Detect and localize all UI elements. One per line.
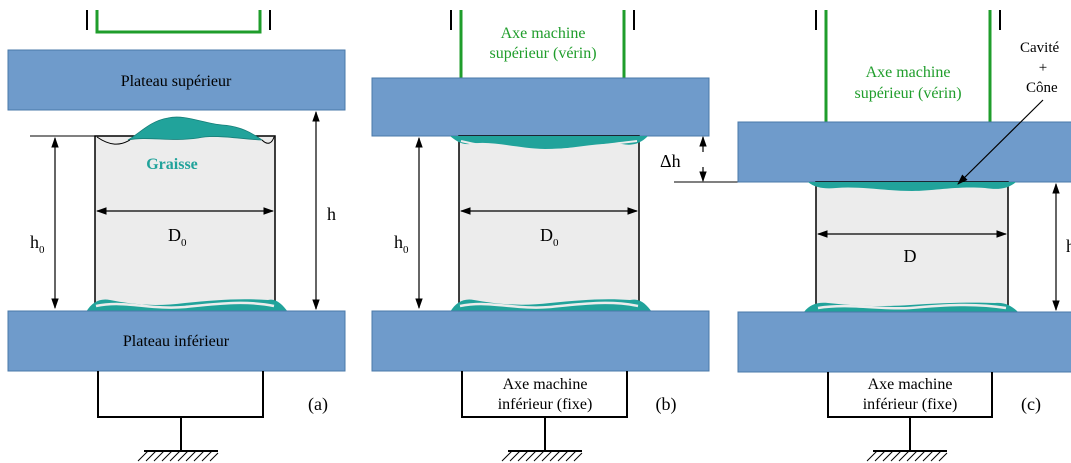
grease-top-b [450, 136, 648, 150]
ground-hatch-b [501, 450, 583, 462]
cavity-label-2: + [1039, 60, 1047, 76]
h-label-c: h [1066, 236, 1071, 256]
top-platen-a [7, 49, 346, 111]
specimen-b [458, 135, 640, 311]
grease-cavity-a [96, 136, 275, 145]
upper-axis-green-c [824, 10, 992, 122]
upper-axis-label-b-1: Axe machine [501, 25, 586, 42]
d0-label-b: D0 [540, 225, 559, 249]
grease-label: Graisse [146, 156, 198, 173]
panel-tag-a: (a) [308, 394, 328, 415]
panel-b: Axe machine supérieur (vérin) h0 D0 Δh A… [371, 10, 738, 462]
bottom-platen-a [7, 310, 346, 372]
upper-axis-green-a [95, 10, 262, 34]
top-platen-c [737, 121, 1071, 183]
top-platen-label: Plateau supérieur [121, 73, 232, 90]
grease-top-a [127, 116, 264, 141]
lower-axis-label-b-1: Axe machine [503, 376, 588, 393]
h0-label-a: h0 [30, 232, 45, 256]
upper-machine-axis-b [450, 10, 635, 30]
ground-hatch-c [866, 450, 948, 462]
lower-axis-label-c-1: Axe machine [868, 376, 953, 393]
top-platen-b [371, 77, 710, 137]
panel-tag-c: (c) [1021, 394, 1041, 415]
upper-machine-axis-c [815, 10, 1001, 30]
grease-bottom-inner-a [95, 301, 275, 309]
lower-machine-axis-c [827, 372, 993, 452]
lower-machine-axis-b [461, 371, 628, 452]
ground-hatch-a [137, 450, 219, 462]
d-label-c: D [904, 246, 917, 266]
d0-label-a: D0 [168, 225, 187, 249]
specimen-c [815, 181, 1009, 313]
h-label-a: h [327, 204, 336, 224]
cavity-label-1: Cavité [1020, 40, 1059, 56]
bottom-platen-b [371, 310, 710, 372]
upper-axis-label-b-2: supérieur (vérin) [489, 45, 596, 62]
delta-h-label: Δh [660, 151, 681, 171]
bottom-platen-c [737, 311, 1071, 373]
grease-bottom-inner-b [459, 301, 639, 309]
bottom-platen-label: Plateau inférieur [123, 333, 230, 350]
lower-axis-label-b-2: inférieur (fixe) [498, 396, 593, 413]
grease-bottom-inner-c [817, 303, 1007, 310]
panel-c: Axe machine supérieur (vérin) D h Cavité… [737, 10, 1071, 462]
upper-axis-label-c-2: supérieur (vérin) [854, 85, 961, 102]
cavity-label-3: Cône [1026, 80, 1058, 96]
grease-top-inner-b [460, 140, 638, 152]
upper-machine-axis-a [86, 10, 271, 30]
upper-axis-green-b [459, 10, 626, 78]
lower-axis-label-c-2: inférieur (fixe) [863, 396, 958, 413]
h0-label-b: h0 [394, 232, 409, 256]
lower-machine-axis-a [97, 371, 264, 452]
panel-a: Plateau supérieur Graisse Plateau inféri… [7, 10, 346, 462]
cavity-pointer-arrow [957, 99, 1044, 185]
upper-axis-label-c-1: Axe machine [866, 64, 951, 81]
panel-tag-b: (b) [656, 394, 677, 415]
